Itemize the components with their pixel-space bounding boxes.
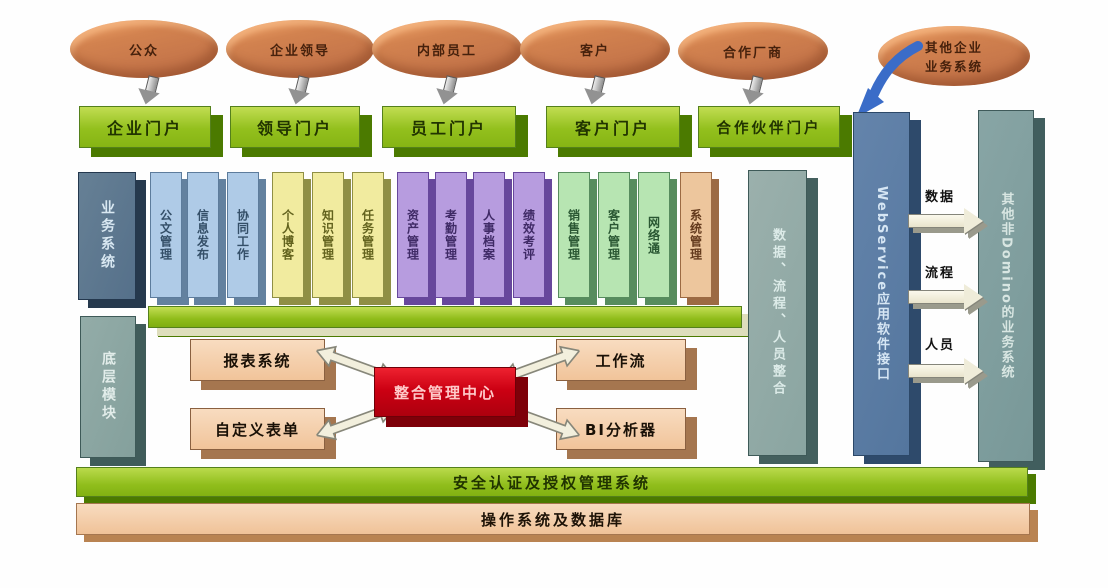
custom-form-box: 自定义表单 xyxy=(190,408,325,450)
base-modules-label: 底层模块 xyxy=(100,351,116,423)
other-systems-bar: 其他非Domino的业务系统 xyxy=(978,110,1034,462)
platform-bar xyxy=(148,306,742,328)
custom-form-label: 自定义表单 xyxy=(214,420,300,439)
integration-bar: 数据、流程、人员整合 xyxy=(748,170,807,456)
module-column: 任务管理 xyxy=(352,172,384,298)
actor-ellipse-customers: 客户 xyxy=(520,20,670,78)
webservice-bar: WebService应用软件接口 xyxy=(853,112,910,456)
report-system-box: 报表系统 xyxy=(190,339,325,381)
security-bar: 安全认证及授权管理系统 xyxy=(76,467,1028,497)
connector-down-arrow-icon xyxy=(432,74,464,109)
module-label: 人事档案 xyxy=(481,209,496,261)
actor-ellipse-public: 公众 xyxy=(70,20,218,78)
module-column: 协同工作 xyxy=(227,172,259,298)
bi-analyzer-box: BI分析器 xyxy=(556,408,686,450)
module-label: 协同工作 xyxy=(235,209,250,261)
other-systems-label: 其他非Domino的业务系统 xyxy=(998,192,1014,380)
module-label: 网络通 xyxy=(646,215,661,255)
flow-arrow-icon xyxy=(908,284,984,310)
connector-down-arrow-icon xyxy=(284,74,316,109)
flow-label-data: 数据 xyxy=(925,190,956,205)
module-column: 人事档案 xyxy=(473,172,505,298)
webservice-label: WebService应用软件接口 xyxy=(874,185,889,383)
flow-label-process: 流程 xyxy=(925,266,956,281)
actor-label: 内部员工 xyxy=(416,43,477,59)
actor-label: 客户 xyxy=(579,43,610,59)
module-column: 网络通 xyxy=(638,172,670,298)
actor-label: 合作厂商 xyxy=(722,45,783,61)
module-label: 知识管理 xyxy=(320,209,335,261)
actor-ellipse-employees: 内部员工 xyxy=(372,20,522,78)
portal-label: 领导门户 xyxy=(256,119,333,138)
workflow-label: 工作流 xyxy=(595,351,647,370)
integration-label: 数据、流程、人员整合 xyxy=(770,228,785,398)
portal-leader: 领导门户 xyxy=(230,106,360,148)
base-modules-bar: 底层模块 xyxy=(80,316,136,458)
module-column: 系统管理 xyxy=(680,172,712,298)
security-bar-label: 安全认证及授权管理系统 xyxy=(452,473,651,492)
connector-down-arrow-icon xyxy=(134,74,166,109)
os-db-bar-label: 操作系统及数据库 xyxy=(480,510,625,529)
module-column: 销售管理 xyxy=(558,172,590,298)
double-arrow-icon xyxy=(498,401,582,441)
module-label: 考勤管理 xyxy=(443,209,458,261)
os-db-bar: 操作系统及数据库 xyxy=(76,503,1030,535)
external-system-line2: 业务系统 xyxy=(924,59,983,74)
integration-hub-box: 整合管理中心 xyxy=(374,367,516,417)
portal-customer: 客户门户 xyxy=(546,106,680,148)
actor-ellipse-partners: 合作厂商 xyxy=(678,22,828,80)
portal-partner: 合作伙伴门户 xyxy=(698,106,840,148)
module-column: 公文管理 xyxy=(150,172,182,298)
module-column: 绩效考评 xyxy=(513,172,545,298)
module-label: 销售管理 xyxy=(566,209,581,261)
external-system-line1: 其他企业 xyxy=(924,40,983,55)
module-column: 考勤管理 xyxy=(435,172,467,298)
portal-enterprise: 企业门户 xyxy=(79,106,211,148)
module-column: 资产管理 xyxy=(397,172,429,298)
actor-ellipse-leaders: 企业领导 xyxy=(226,20,374,78)
module-label: 绩效考评 xyxy=(521,209,536,261)
module-label: 系统管理 xyxy=(688,209,703,261)
integration-hub-label: 整合管理中心 xyxy=(393,383,496,402)
blue-curved-arrow-icon xyxy=(856,41,923,118)
business-system-label: 业务系统 xyxy=(99,200,115,272)
report-system-label: 报表系统 xyxy=(223,351,292,370)
module-column: 个人博客 xyxy=(272,172,304,298)
portal-label: 合作伙伴门户 xyxy=(716,120,822,137)
flow-label-personnel: 人员 xyxy=(925,338,956,353)
connector-down-arrow-icon xyxy=(580,74,612,109)
module-label: 公文管理 xyxy=(158,209,173,261)
portal-label: 企业门户 xyxy=(106,119,183,138)
bi-analyzer-label: BI分析器 xyxy=(584,420,657,439)
module-label: 个人博客 xyxy=(280,209,295,261)
module-column: 客户管理 xyxy=(598,172,630,298)
module-label: 资产管理 xyxy=(405,209,420,261)
actor-label: 公众 xyxy=(128,43,159,59)
actor-label: 企业领导 xyxy=(269,43,330,59)
module-label: 任务管理 xyxy=(360,209,375,261)
flow-arrow-icon xyxy=(908,358,984,384)
flow-arrow-icon xyxy=(908,208,984,234)
module-column: 信息发布 xyxy=(187,172,219,298)
portal-employee: 员工门户 xyxy=(382,106,516,148)
module-label: 客户管理 xyxy=(606,209,621,261)
portal-label: 员工门户 xyxy=(410,119,487,138)
module-column: 知识管理 xyxy=(312,172,344,298)
business-system-bar: 业务系统 xyxy=(78,172,136,300)
module-label: 信息发布 xyxy=(195,209,210,261)
portal-label: 客户门户 xyxy=(574,119,651,138)
